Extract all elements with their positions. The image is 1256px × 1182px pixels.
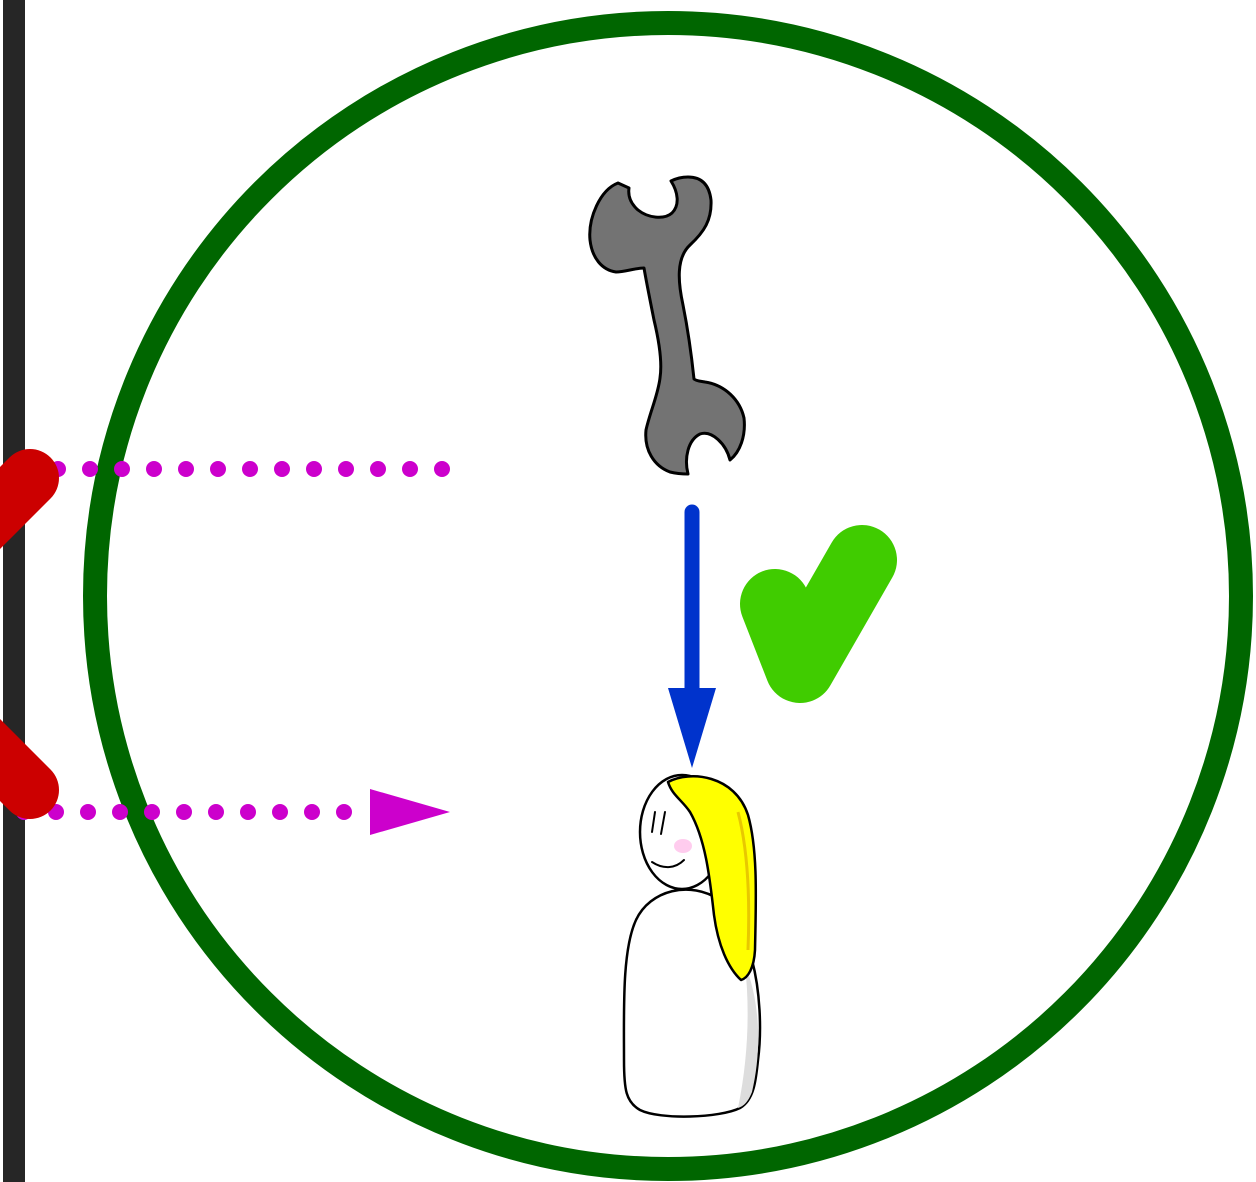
path-dot <box>80 804 96 820</box>
path-dot <box>338 461 354 477</box>
path-dot <box>112 804 128 820</box>
scope-circle <box>83 11 1253 1181</box>
check-icon <box>740 525 897 703</box>
path-dot <box>146 461 162 477</box>
path-dot <box>178 461 194 477</box>
path-dot <box>240 804 256 820</box>
hair-shade <box>736 811 751 951</box>
path-dot <box>176 804 192 820</box>
cheek-blush <box>674 839 692 853</box>
path-dot <box>304 804 320 820</box>
hair <box>666 775 758 982</box>
path-dot <box>242 461 258 477</box>
person-figure <box>622 773 762 1118</box>
wrench-icon <box>588 175 746 476</box>
path-dot <box>82 461 98 477</box>
blocked-inbound-arrow <box>16 789 450 835</box>
path-dot <box>208 804 224 820</box>
path-dot <box>336 804 352 820</box>
path-dot <box>210 461 226 477</box>
allowed-arrow <box>668 504 716 768</box>
smile <box>651 859 685 868</box>
path-dot <box>306 461 322 477</box>
blocked-outbound-path <box>50 461 450 477</box>
eye-lines <box>651 811 666 835</box>
boundary-wall <box>3 0 25 1182</box>
path-dot <box>434 461 450 477</box>
path-dot <box>402 461 418 477</box>
path-dot <box>370 461 386 477</box>
arrowhead-icon <box>668 688 716 768</box>
path-dot <box>144 804 160 820</box>
path-dot <box>274 461 290 477</box>
arrowhead-icon <box>370 789 450 835</box>
path-dot <box>114 461 130 477</box>
body-shade <box>738 965 759 1108</box>
path-dot <box>272 804 288 820</box>
